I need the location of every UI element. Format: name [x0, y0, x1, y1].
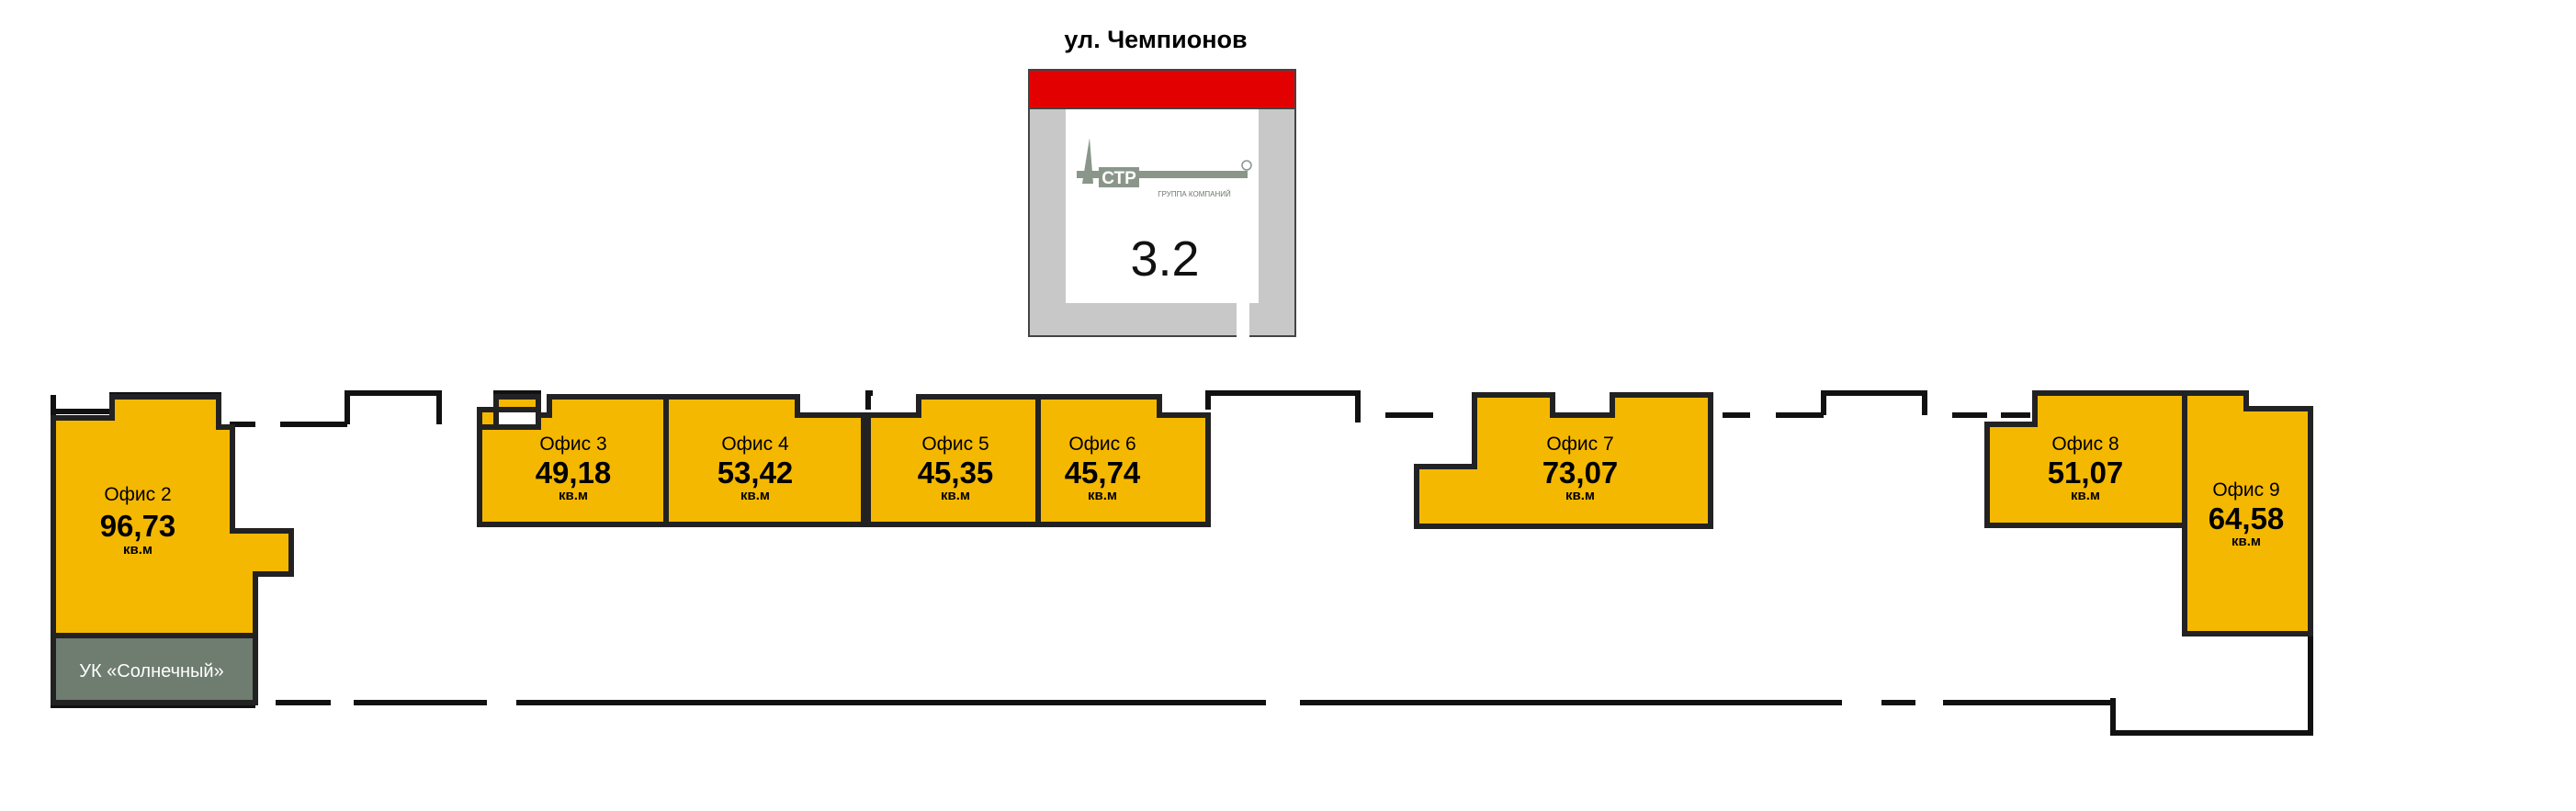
office-4[interactable]: Офис 4 53,42 кв.м — [663, 394, 866, 527]
office-area: 45,74 — [1065, 456, 1141, 490]
office-unit: кв.м — [559, 488, 588, 503]
building-roof-accent — [1028, 69, 1296, 109]
office-name: Офис 8 — [2051, 434, 2118, 455]
wall-segment — [2110, 625, 2313, 736]
wall-segment — [1821, 390, 1927, 415]
office-unit: кв.м — [941, 488, 970, 503]
logo-text: СТР — [1102, 169, 1136, 188]
office-unit: кв.м — [2231, 534, 2261, 549]
building-entrance — [1237, 303, 1249, 338]
office-2[interactable]: Офис 2 96,73 кв.м — [51, 394, 294, 638]
office-name: Офис 5 — [921, 434, 989, 455]
wall-segment — [865, 390, 873, 410]
office-unit: кв.м — [740, 488, 770, 503]
building-block: СТР ГРУППА КОМПАНИЙ 3.2 — [1028, 69, 1296, 338]
office-unit: кв.м — [1088, 488, 1117, 503]
office-8[interactable]: Офис 8 51,07 кв.м — [1984, 390, 2187, 528]
management-label: УК «Солнечный» — [79, 661, 223, 681]
wall-segment — [345, 390, 442, 424]
building-interior — [1066, 108, 1259, 303]
office-area: 51,07 — [2048, 456, 2124, 490]
office-unit: кв.м — [2071, 488, 2100, 503]
office-area: 96,73 — [100, 509, 176, 543]
office-7[interactable]: Офис 7 73,07 кв.м — [1414, 392, 1713, 529]
office-name: Офис 6 — [1068, 434, 1135, 455]
office-5[interactable]: Офис 5 45,35 кв.м — [865, 394, 1041, 527]
office-name: Офис 7 — [1546, 434, 1613, 455]
office-area: 53,42 — [717, 456, 794, 490]
office-area: 45,35 — [918, 456, 994, 490]
building-number: 3.2 — [1130, 231, 1199, 287]
office-unit: кв.м — [123, 542, 153, 558]
management-office[interactable]: УК «Солнечный» — [51, 633, 258, 705]
logo-subtext: ГРУППА КОМПАНИЙ — [1158, 190, 1231, 198]
office-name: Офис 4 — [721, 434, 789, 455]
office-unit: кв.м — [1565, 488, 1595, 503]
office-6[interactable]: Офис 6 45,74 кв.м — [1035, 394, 1211, 527]
wall-segment — [1205, 390, 1361, 422]
office-3[interactable]: Офис 3 49,18 кв.м — [477, 394, 669, 527]
office-name: Офис 9 — [2212, 479, 2279, 501]
office-area: 49,18 — [536, 456, 612, 490]
street-label: ул. Чемпионов — [1064, 26, 1247, 53]
office-area: 64,58 — [2209, 501, 2285, 535]
office-area: 73,07 — [1542, 456, 1619, 490]
office-name: Офис 3 — [539, 434, 606, 455]
company-logo: СТР ГРУППА КОМПАНИЙ — [1077, 138, 1252, 198]
office-name: Офис 2 — [104, 484, 171, 505]
office-9[interactable]: Офис 9 64,58 кв.м — [2182, 390, 2313, 636]
